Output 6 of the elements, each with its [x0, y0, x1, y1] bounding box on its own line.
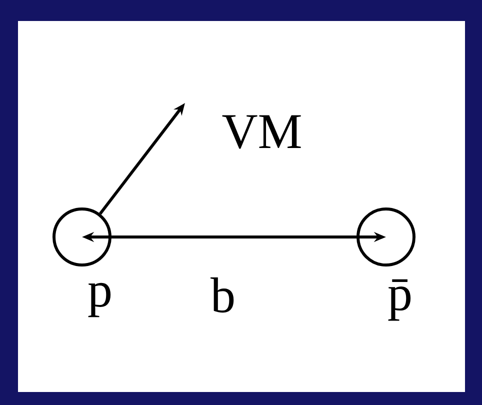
circle-shape	[356, 208, 416, 266]
edge-label: b	[210, 277, 234, 313]
particle-label: p	[88, 282, 111, 318]
edge-label: VM	[222, 115, 301, 149]
circle-shape	[52, 208, 112, 266]
particle-label: p̄	[388, 279, 411, 321]
